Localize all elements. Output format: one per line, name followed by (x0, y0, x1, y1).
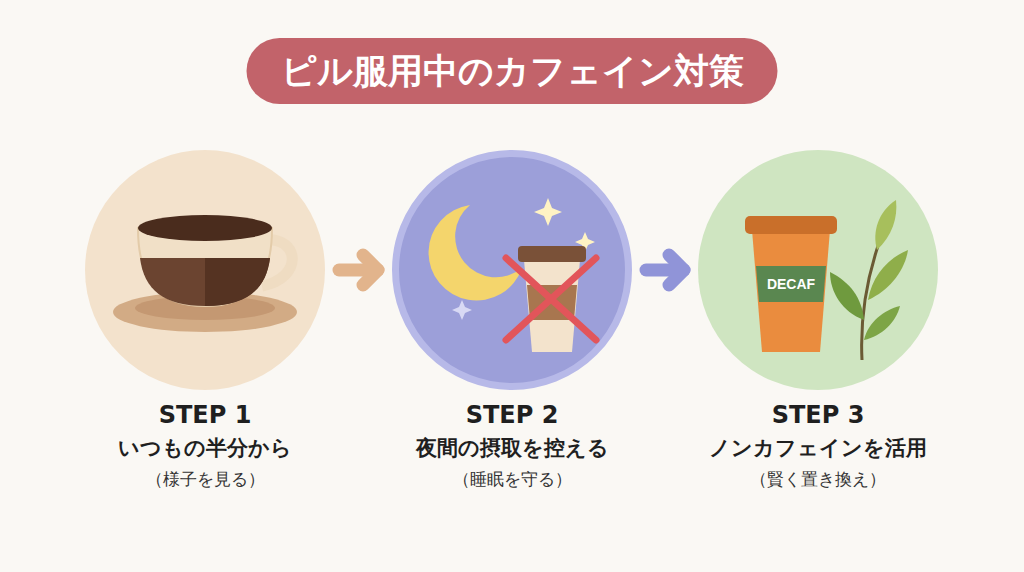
cup-body (138, 228, 272, 306)
decaf-cup (752, 230, 830, 352)
circle-shape (85, 150, 325, 390)
title-pill: ピル服用中のカフェイン対策 (247, 38, 778, 104)
step-number: STEP 3 (772, 398, 865, 432)
circle-ground (698, 150, 938, 390)
cup-lid (518, 246, 586, 262)
coffee-half-shade (205, 258, 270, 306)
title-text: ピル服用中のカフェイン対策 (281, 48, 744, 95)
leaf-stem (862, 240, 880, 360)
circle-shape (698, 150, 938, 390)
tea-leaf (864, 306, 900, 340)
tea-leaf (875, 200, 896, 250)
step-circle: STEP 3ノンカフェインを活用（賢く置き換え） (688, 150, 948, 490)
cup-handle (262, 240, 292, 286)
moon (429, 205, 522, 301)
step-heading: いつもの半分から (118, 432, 292, 464)
star (452, 300, 472, 320)
saucer (113, 292, 297, 332)
step-number: STEP 2 (466, 398, 559, 432)
step-note: （様子を見る） (146, 464, 265, 494)
circle-ground (396, 154, 629, 387)
takeaway-cup (524, 260, 580, 352)
step-circle: STEP 2夜間の摂取を控える（睡眠を守る） (382, 150, 642, 490)
saucer-well (135, 296, 275, 320)
cup-sleeve (756, 266, 826, 302)
cup-sleeve (527, 285, 577, 320)
arrow-head (669, 255, 684, 285)
step-note: （睡眠を守る） (453, 464, 572, 494)
step-circle: STEP 1いつもの半分から（様子を見る） (75, 150, 335, 490)
step-number: STEP 1 (159, 398, 252, 432)
cross-mark (506, 258, 596, 340)
tea-leaf (868, 250, 908, 300)
coffee-cup-illustration (113, 215, 297, 332)
step-texts: STEP 1いつもの半分から（様子を見る） (75, 398, 335, 494)
step-arrow (339, 255, 378, 285)
arrow-head (363, 255, 378, 285)
circle-ground (85, 150, 325, 390)
star (534, 198, 562, 226)
step-note: （賢く置き換え） (750, 464, 886, 494)
circle-shape (392, 150, 632, 390)
step-texts: STEP 2夜間の摂取を控える（睡眠を守る） (382, 398, 642, 494)
step-heading: ノンカフェインを活用 (709, 432, 927, 464)
step-arrow (646, 255, 684, 285)
tea-leaf (830, 272, 864, 320)
star (575, 232, 595, 252)
step-texts: STEP 3ノンカフェインを活用（賢く置き換え） (688, 398, 948, 494)
coffee-half (140, 258, 270, 306)
decaf-illustration (745, 200, 908, 360)
coffee-surface (138, 215, 272, 241)
step-heading: 夜間の摂取を控える (416, 432, 609, 464)
night-illustration (429, 198, 596, 352)
cup-lid (745, 216, 837, 234)
